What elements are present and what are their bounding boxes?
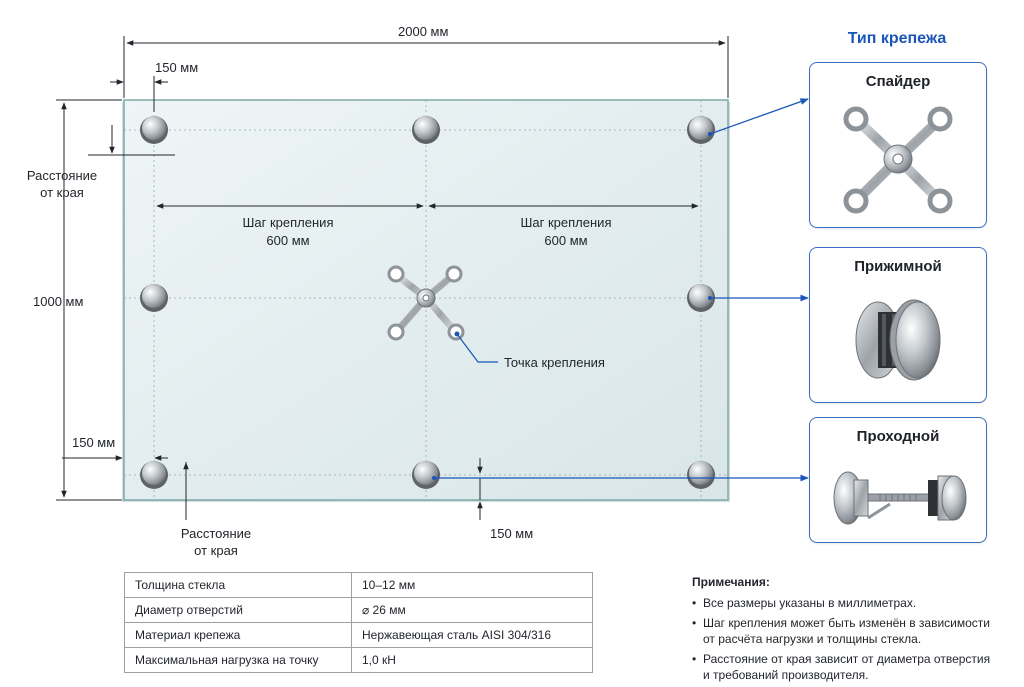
spec-value: 1,0 кН — [351, 647, 593, 673]
table-row: Максимальная нагрузка на точку 1,0 кН — [124, 647, 593, 673]
notes-title: Примечания: — [692, 575, 770, 589]
clamp-fitting-icon — [855, 299, 941, 381]
fastener-leaders — [434, 98, 809, 482]
notes-block: Примечания: Все размеры указаны в миллим… — [692, 575, 992, 687]
fixing-point — [412, 461, 440, 489]
note-item: Все размеры указаны в миллиметрах. — [692, 595, 992, 611]
spec-key: Диаметр отверстий — [124, 597, 352, 623]
center-spider-fitting — [387, 265, 465, 341]
spec-value: Нержавеющая сталь AISI 304/316 — [351, 622, 593, 648]
width-dimension-label: 2000 мм — [398, 24, 449, 39]
table-row: Материал крепежа Нержавеющая сталь AISI … — [124, 622, 593, 648]
fastener-types-title: Тип крепежа — [847, 30, 947, 47]
fixing-point — [140, 284, 168, 312]
fixing-point — [140, 461, 168, 489]
table-row: Толщина стекла 10–12 мм — [124, 572, 593, 598]
fastener-name: Спайдер — [865, 73, 931, 90]
pitch-right-label: Шаг крепления 600 мм — [520, 215, 612, 248]
fastener-card-through: Проходной — [809, 417, 987, 543]
fixing-point — [687, 461, 715, 489]
edge-top-dimension-label: 150 мм — [155, 60, 199, 75]
fixing-point — [687, 284, 715, 312]
fixing-point — [687, 116, 715, 144]
fastener-card-spider: Спайдер — [809, 62, 987, 228]
fastener-name: Прижимной — [854, 258, 942, 275]
spider-fitting-icon — [843, 106, 953, 214]
edge-bottom-dimension-label: 150 мм — [490, 526, 534, 541]
table-row: Диаметр отверстий ⌀ 26 мм — [124, 597, 593, 623]
spec-key: Материал крепежа — [124, 622, 352, 648]
edge-distance-bottom-label: Расстояние от края — [180, 526, 252, 558]
fixing-points — [140, 116, 715, 489]
pitch-left-label: Шаг крепления 600 мм — [242, 215, 334, 248]
edge-distance-left-label: Расстояние от края — [26, 168, 98, 200]
specs-table: Толщина стекла 10–12 мм Диаметр отверсти… — [124, 572, 593, 673]
fixing-point — [412, 116, 440, 144]
through-bolt-fitting-icon — [833, 471, 967, 525]
fastener-name: Проходной — [856, 428, 940, 445]
note-item: Расстояние от края зависит от диаметра о… — [692, 651, 992, 683]
fixing-point — [140, 116, 168, 144]
leader-dot — [708, 296, 712, 300]
height-dimension-label: 1000 мм — [33, 294, 84, 309]
fixing-point-leader — [454, 331, 498, 363]
leader-dot — [708, 132, 712, 136]
leader-dot — [432, 476, 436, 480]
fastener-card-clamp: Прижимной — [809, 247, 987, 403]
fixing-point-label: Точка крепления — [504, 355, 605, 370]
spec-key: Максимальная нагрузка на точку — [124, 647, 352, 673]
note-item: Шаг крепления может быть изменён в завис… — [692, 615, 992, 647]
spec-value: ⌀ 26 мм — [351, 597, 593, 623]
spec-key: Толщина стекла — [124, 572, 352, 598]
edge-left-dimension-label: 150 мм — [72, 435, 116, 450]
spec-value: 10–12 мм — [351, 572, 593, 598]
dimension-lines — [56, 36, 729, 520]
